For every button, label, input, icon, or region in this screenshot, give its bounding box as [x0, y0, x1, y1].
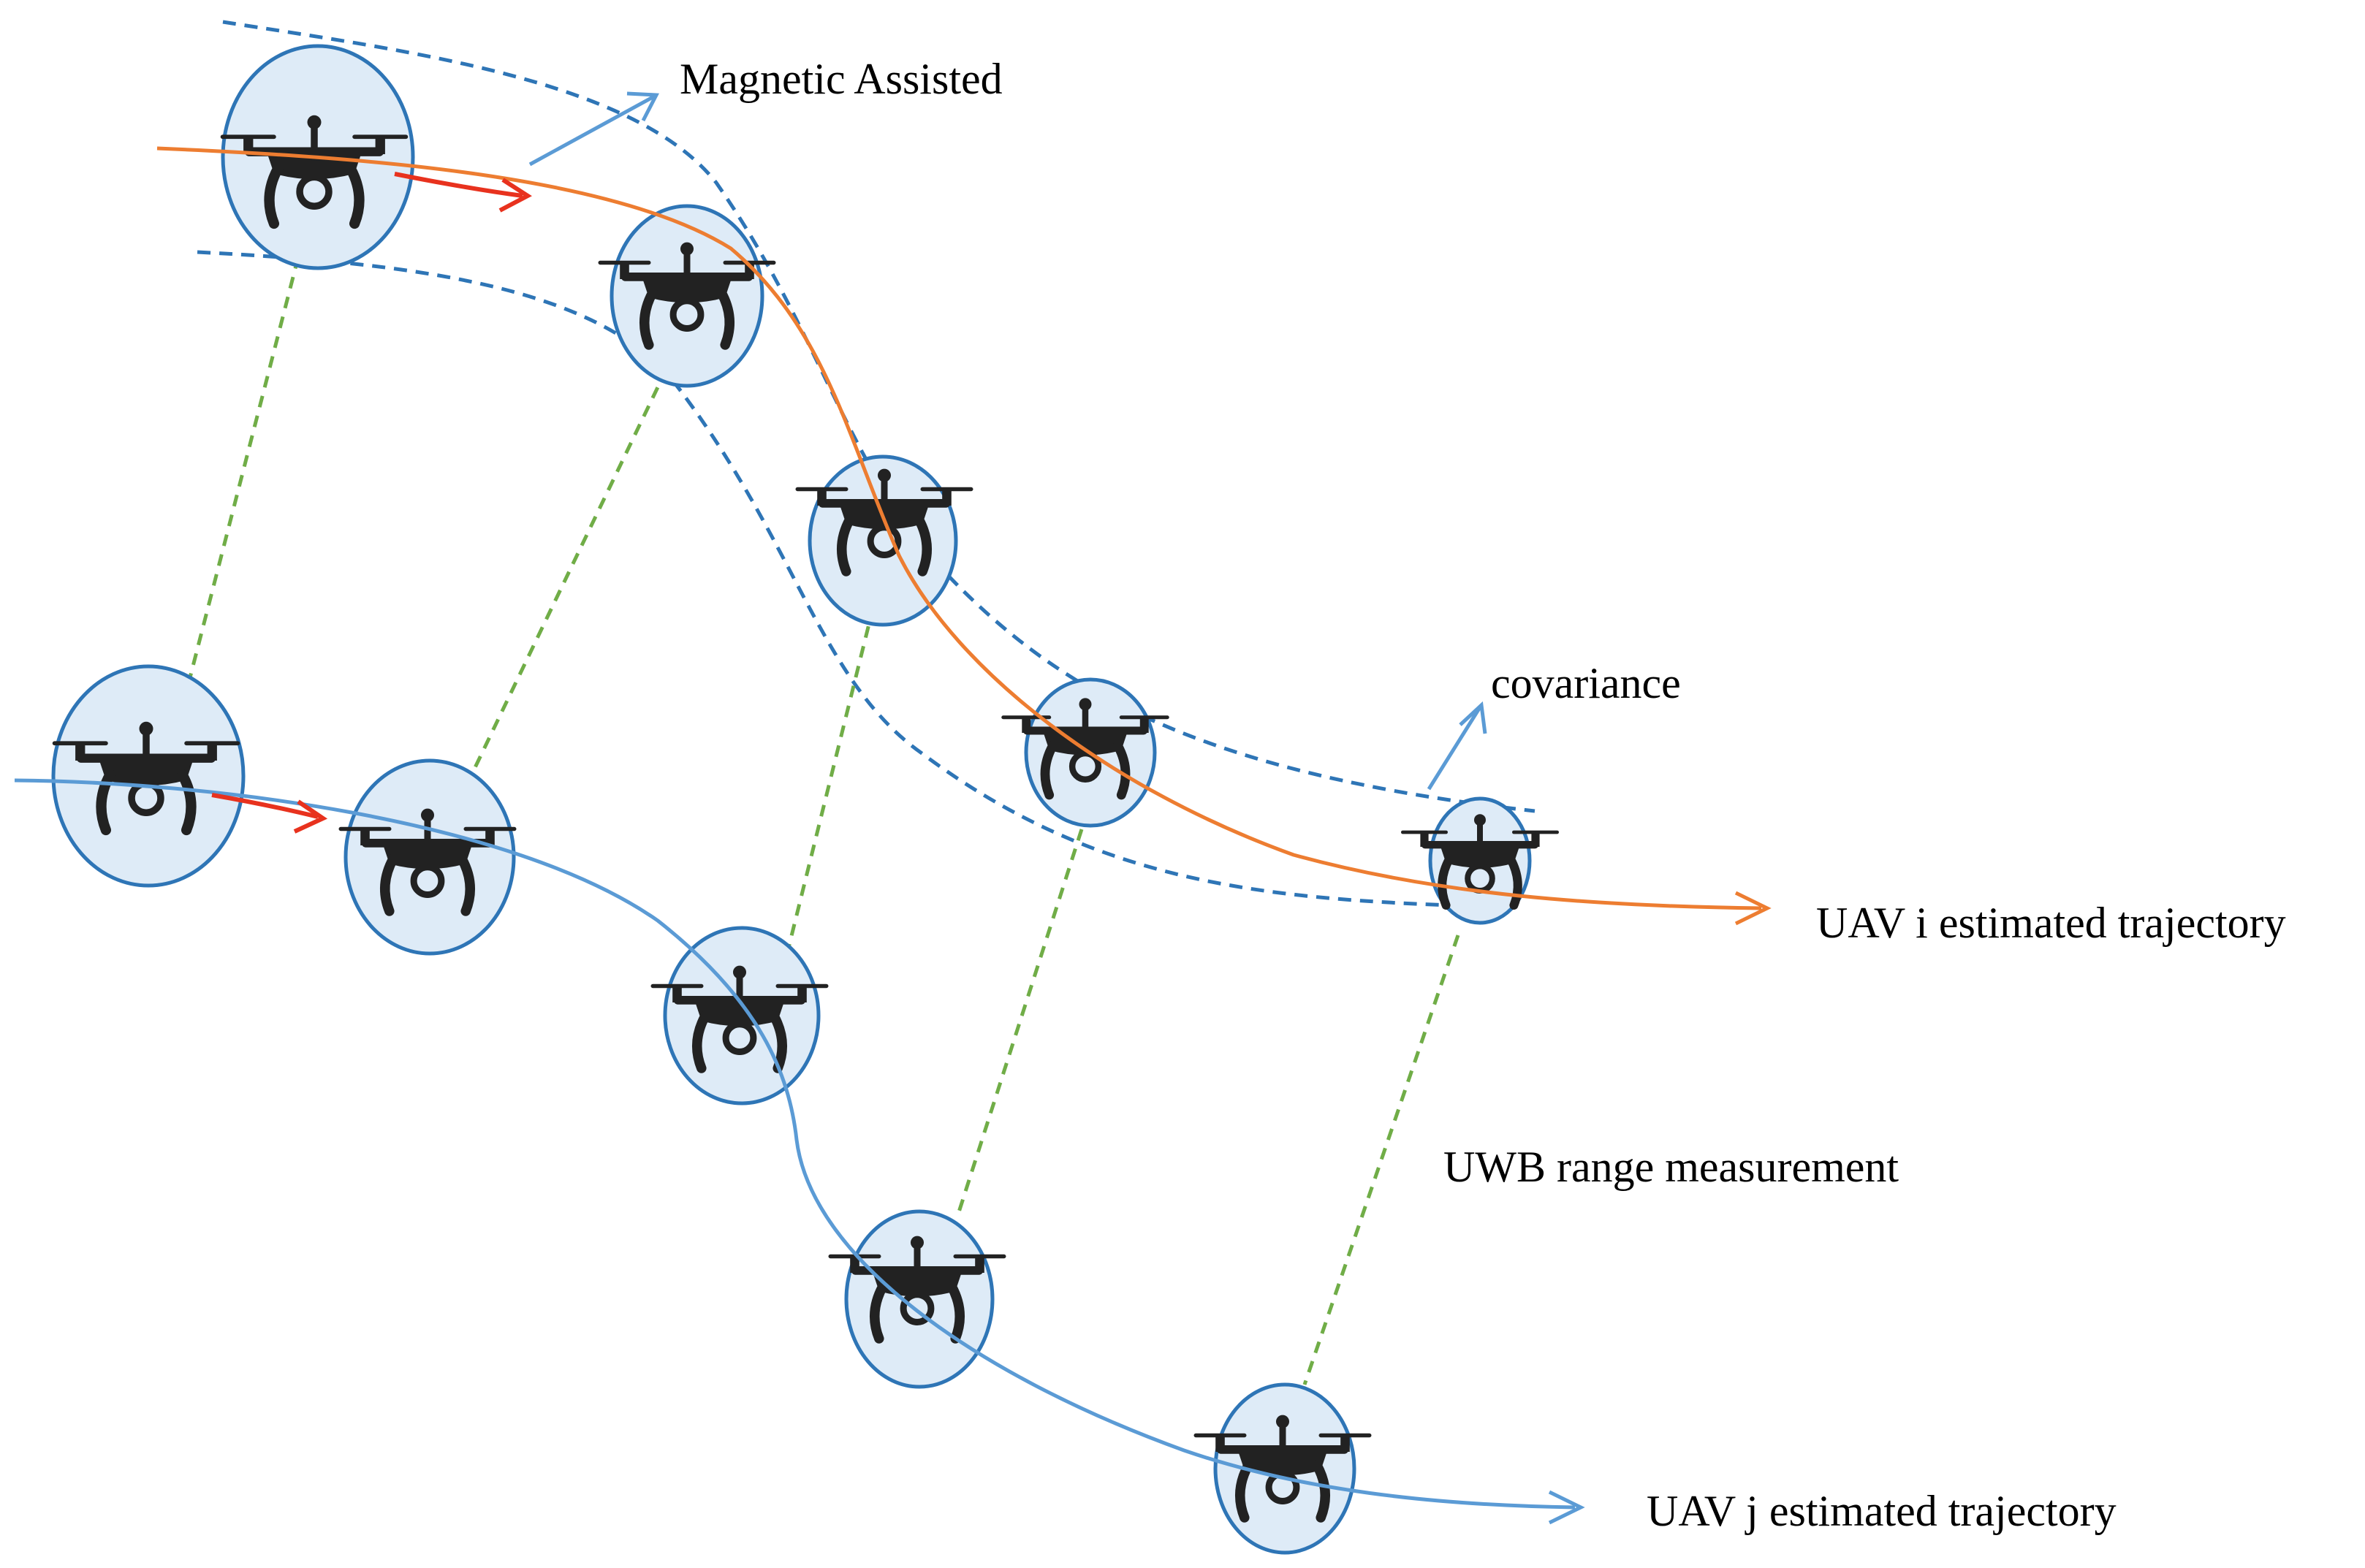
uwb-link: [955, 829, 1084, 1217]
covariance-lower-boundary: [197, 250, 1470, 908]
arrowhead-icon: [1548, 1490, 1585, 1525]
uav-j-motion-arrow: [211, 793, 319, 819]
uav-j-drones: [53, 664, 1372, 1555]
uav-j-trajectory-line: [14, 778, 1576, 1510]
uav-i-trajectory-label: UAV i estimated trajectory: [1816, 899, 2286, 947]
arrowhead-icon: [498, 178, 532, 213]
uwb-link: [785, 606, 876, 954]
motion-arrows: [211, 172, 532, 834]
uwb-link: [186, 256, 300, 684]
arrowhead-icon: [1459, 701, 1487, 734]
uav-j-drone-4: [829, 1209, 1006, 1389]
uav-j-drone-5: [1194, 1382, 1372, 1555]
uav-i-drone-4: [1001, 677, 1169, 828]
uav-i-trajectory-line: [156, 146, 1762, 910]
covariance-pointer: [1427, 706, 1482, 791]
uav-i-drone-3: [796, 454, 973, 627]
uav-j-trajectory: [14, 778, 1585, 1525]
arrowhead-icon: [293, 799, 328, 834]
uav-j-drone-3: [651, 926, 829, 1105]
magnetic-assisted-pointer: [528, 94, 656, 167]
uwb-range-links: [186, 256, 1460, 1385]
uav-j-drone-2: [339, 758, 517, 956]
arrowhead-icon: [1734, 891, 1772, 926]
uwb-link: [1302, 935, 1460, 1385]
uwb-range-label: UWB range measurement: [1443, 1143, 1899, 1191]
uav-i-trajectory: [156, 146, 1772, 926]
covariance-label: covariance: [1491, 659, 1681, 707]
covariance-upper-boundary: [222, 20, 1535, 813]
magnetic-assisted-label: Magnetic Assisted: [680, 55, 1003, 103]
labels: Magnetic Assisted covariance UAV i estim…: [680, 55, 2286, 1535]
uav-j-trajectory-label: UAV j estimated trajectory: [1647, 1487, 2117, 1535]
arrowhead-icon: [626, 91, 659, 122]
uav-i-motion-arrow: [394, 172, 523, 198]
label-pointers: [528, 91, 1487, 791]
uav-j-drone-1: [53, 664, 246, 888]
uwb-link: [468, 368, 669, 780]
uav-i-drone-2: [599, 204, 776, 388]
uav-i-drone-5: [1401, 796, 1559, 925]
